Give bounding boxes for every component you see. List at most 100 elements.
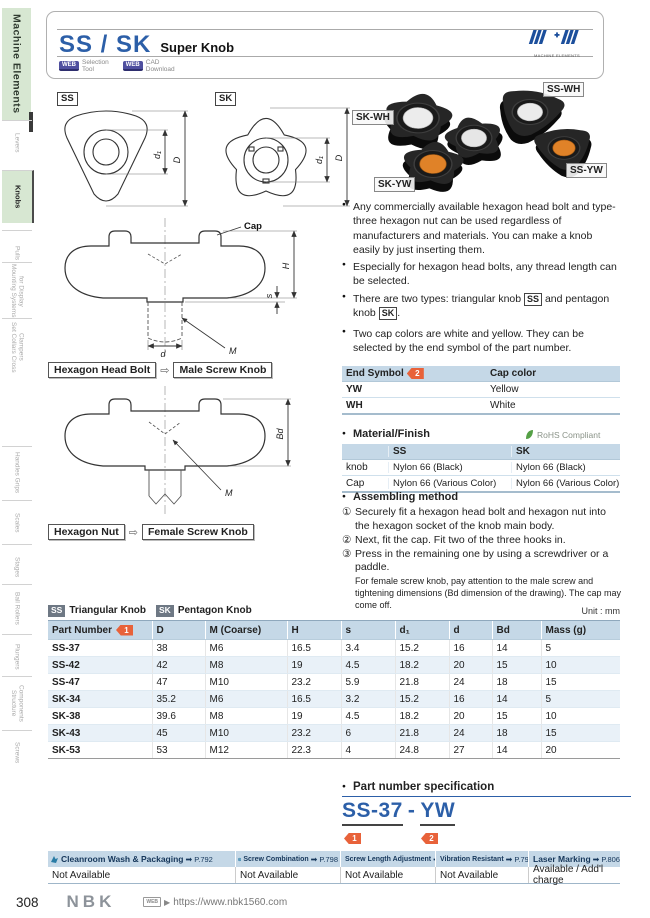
- page-title: Super Knob: [160, 40, 235, 55]
- dim-M-label: M: [225, 488, 233, 498]
- callout-badge-1: 1: [116, 624, 134, 636]
- assembly-step: ① Securely fit a hexagon head bolt and h…: [342, 506, 607, 532]
- sk-drawing-tag: SK: [215, 92, 237, 106]
- photo-label-sk-wh: SK-WH: [352, 110, 394, 125]
- sidebar-item-stages[interactable]: Stages: [2, 544, 32, 589]
- sidebar-item-knobs[interactable]: Knobs: [2, 170, 34, 223]
- dim-d-label: d: [160, 349, 166, 359]
- sidebar-item-mounting-systems[interactable]: Mounting Systems for Display: [2, 262, 32, 319]
- nbk-logo-stripes-icon: [528, 30, 579, 44]
- leaf-icon: [526, 430, 533, 439]
- feature-list: Any commercially available hexagon head …: [342, 200, 620, 359]
- part-number-example: SS-37 - YW: [342, 799, 456, 826]
- availability-cell: Available / Add'l charge: [528, 864, 620, 886]
- cap-color-header: Cap color: [490, 368, 537, 379]
- web-cad-label: CAD: [145, 59, 160, 66]
- sidebar-index-mark: [29, 112, 33, 132]
- sidebar-item-set-collars[interactable]: Set Collars Cross Clampers: [2, 318, 32, 375]
- female-screw-knob-side-view: Bd M: [64, 386, 291, 514]
- service-cleanroom-link[interactable]: Cleanroom Wash & Packaging ➡ P.792: [48, 851, 235, 867]
- dim-H-label: H: [281, 262, 291, 269]
- cap-callout-label: Cap: [244, 221, 262, 232]
- sidebar-item-handles-grips[interactable]: Handles Grips: [2, 446, 32, 499]
- availability-cell: Not Available: [52, 869, 111, 881]
- rohs-compliant-badge: RoHS Compliant: [525, 429, 600, 440]
- web-selection-label: Selection: [82, 59, 109, 66]
- part-number-end-symbol: YW: [420, 799, 456, 826]
- website-url[interactable]: https://www.nbk1560.com: [173, 896, 288, 908]
- hexagon-nut-label: Hexagon Nut: [48, 524, 125, 540]
- services-header-row: Cleanroom Wash & Packaging ➡ P.792 Screw…: [48, 851, 620, 867]
- nbk-footer-logo: NBK: [66, 892, 116, 911]
- sidebar-item-scales[interactable]: Scales: [2, 500, 32, 545]
- ss-top-view-drawing: d₁ D: [64, 110, 188, 207]
- female-screw-knob-label: Female Screw Knob: [141, 524, 254, 540]
- hexagon-head-bolt-label: Hexagon Head Bolt: [48, 362, 157, 378]
- service-screw-length-link[interactable]: Screw Length Adjustment ➡ P.776: [340, 851, 435, 867]
- table-row: WH White: [342, 398, 620, 415]
- header-rule-top: [57, 29, 593, 30]
- part-number-spec-title: Part number specification: [342, 781, 631, 797]
- end-symbol-header-row: End Symbol 2 Cap color: [342, 366, 620, 382]
- url-arrow-icon: ▶: [164, 897, 171, 907]
- assembling-method-title: Assembling method: [342, 491, 458, 503]
- ss-drawing-tag: SS: [57, 92, 78, 106]
- callout-badge-1: 1: [344, 833, 361, 844]
- web-selection-sublabel: Tool: [82, 66, 94, 74]
- sk-inline-tag: SK: [378, 306, 398, 321]
- web-icon: WEB: [122, 61, 143, 72]
- dim-M-label: M: [229, 346, 237, 356]
- table-row: Cap Nylon 66 (Various Color) Nylon 66 (V…: [342, 476, 620, 493]
- service-screw-combination-link[interactable]: Screw Combination ➡ P.798: [235, 851, 340, 867]
- page-number: 308: [16, 894, 39, 910]
- product-photo: [377, 86, 598, 194]
- sidebar-item-plungers[interactable]: Plungers: [2, 634, 32, 679]
- nbk-brand-logo: MACHINE ELEMENTS: [525, 28, 589, 58]
- caption-arrow-icon: ⇨: [160, 364, 170, 377]
- screw-combination-icon: [238, 857, 242, 861]
- sidebar-item-structure-components[interactable]: Structure Components: [2, 676, 32, 729]
- service-vibration-resistant-link[interactable]: Vibration Resistant ➡ P.795: [435, 851, 528, 867]
- web-cad-download-link[interactable]: WEB CAD Download: [122, 59, 175, 74]
- web-icon: WEB: [59, 61, 79, 72]
- sidebar-item-screws[interactable]: Screws: [2, 730, 32, 775]
- ss-inline-tag: SS: [524, 292, 543, 306]
- male-screw-knob-side-view: Cap H s d M: [64, 218, 297, 359]
- assembly-note: For female screw knob, pay attention to …: [355, 576, 621, 611]
- feature-item: Two cap colors are white and yellow. The…: [342, 327, 620, 356]
- sidebar-item-ball-rollers[interactable]: Ball Rollers: [2, 584, 32, 631]
- availability-cell: Not Available: [435, 867, 528, 883]
- sidebar-item-pulls[interactable]: Pulls: [2, 230, 32, 275]
- assembly-step: ③ Press in the remaining one by using a …: [342, 547, 609, 574]
- sidebar-item-levers[interactable]: Levers: [2, 120, 32, 165]
- photo-label-ss-wh: SS-WH: [543, 82, 585, 97]
- nbk-logo-caption: MACHINE ELEMENTS: [534, 53, 580, 58]
- web-selection-tool-link[interactable]: WEB Selection Tool: [59, 59, 109, 73]
- table-row: YW Yellow: [342, 382, 620, 398]
- male-screw-knob-label: Male Screw Knob: [173, 362, 273, 378]
- dim-Bd-label: Bd: [275, 428, 285, 440]
- caption-arrow-icon: ⇨: [128, 526, 138, 539]
- dim-d1-label: d₁: [152, 151, 162, 159]
- photo-label-sk-yw: SK-YW: [374, 177, 416, 192]
- male-knob-caption: Hexagon Head Bolt ⇨ Male Screw Knob: [48, 362, 273, 378]
- service-laser-marking-link[interactable]: Laser Marking ➡ P.806: [528, 851, 620, 867]
- availability-cell: Not Available: [340, 867, 435, 883]
- part-number-body: SS-37: [342, 799, 403, 826]
- dim-D-label: D: [172, 156, 182, 163]
- callout-badge-2: 2: [406, 368, 424, 379]
- ss-tag: SS: [48, 605, 66, 617]
- web-cad-sublabel: Download: [145, 66, 175, 74]
- sk-tag: SK: [156, 605, 174, 617]
- product-header-card: SS / SK Super Knob WEB Selection Tool WE…: [46, 11, 604, 79]
